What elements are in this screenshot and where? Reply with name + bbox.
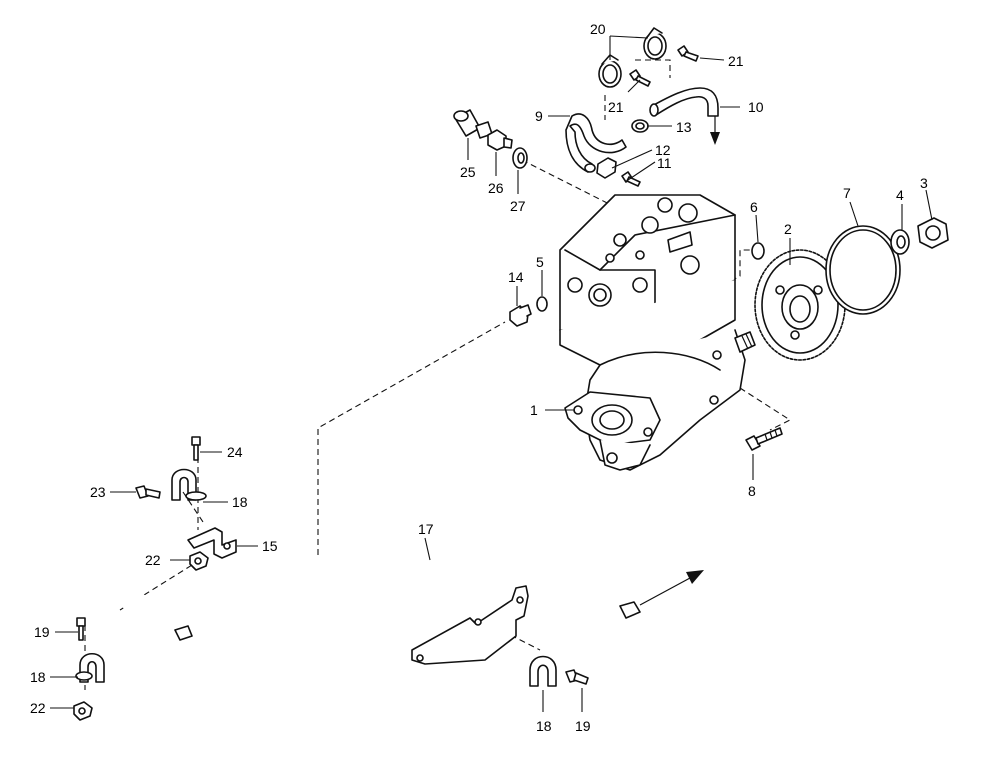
callout-14: 14 (508, 269, 524, 285)
callout-21-mid: 21 (608, 99, 624, 115)
fitting-26 (487, 129, 513, 151)
seal-ring-6 (751, 242, 765, 260)
bolt-19b (565, 669, 589, 685)
nut-22b (73, 701, 93, 721)
callout-1: 1 (530, 402, 538, 418)
callout-labels: 1 2 3 4 5 6 7 8 9 10 11 12 13 14 15 17 1… (30, 21, 928, 734)
flow-arrow-down (710, 116, 720, 145)
hose-clamp-13 (631, 119, 649, 133)
hose-clamp-12 (596, 157, 617, 179)
fitting-25 (453, 109, 493, 139)
callout-18-lower: 18 (536, 718, 552, 734)
callout-9: 9 (535, 108, 543, 124)
bolt-8 (745, 427, 783, 451)
callout-8: 8 (748, 483, 756, 499)
callout-19-lower: 19 (575, 718, 591, 734)
bolt-19a (76, 617, 86, 641)
hose-10 (649, 87, 719, 117)
nut-22a (189, 551, 209, 571)
callout-18-left: 18 (30, 669, 46, 685)
callout-19-left: 19 (34, 624, 50, 640)
drive-gear (754, 249, 846, 361)
washer (890, 229, 910, 255)
bolt-21a (629, 69, 651, 87)
hose-9 (565, 113, 627, 173)
bolt-23 (135, 485, 161, 499)
flow-arrow-right (639, 570, 704, 606)
callout-4: 4 (896, 187, 904, 203)
callout-21-right: 21 (728, 53, 744, 69)
bolt-24 (191, 436, 201, 461)
callout-11: 11 (657, 155, 672, 171)
callout-2: 2 (784, 221, 792, 237)
callout-13: 13 (676, 119, 692, 135)
bolt-21b (677, 45, 699, 62)
callout-6: 6 (750, 199, 758, 215)
callout-23: 23 (90, 484, 106, 500)
bracket-lower (411, 585, 529, 665)
air-compressor (559, 194, 756, 471)
callout-5: 5 (536, 254, 544, 270)
pipe-clamp-18a (171, 468, 207, 501)
callout-15: 15 (262, 538, 278, 554)
callout-12: 12 (655, 142, 671, 158)
callout-24: 24 (227, 444, 243, 460)
pipe-clamp-18b (75, 652, 105, 683)
callout-7: 7 (843, 185, 851, 201)
hex-nut (917, 217, 949, 249)
callout-27: 27 (510, 198, 526, 214)
callout-22-left: 22 (30, 700, 46, 716)
callout-18-upper: 18 (232, 494, 248, 510)
fitting-14 (509, 304, 532, 327)
pipe-clamp-18c (529, 655, 557, 687)
pipe-17 (90, 504, 641, 642)
o-ring-large (825, 225, 901, 315)
seal-ring-5 (536, 296, 548, 312)
callout-25: 25 (460, 164, 476, 180)
callout-26: 26 (488, 180, 504, 196)
leader-lines (50, 35, 933, 712)
callout-20: 20 (590, 21, 606, 37)
callout-10: 10 (748, 99, 764, 115)
bracket-15 (187, 527, 237, 559)
washer-27 (512, 147, 528, 169)
callout-17: 17 (418, 521, 434, 537)
callout-22-upper: 22 (145, 552, 161, 568)
pipe-clamp-20b (643, 27, 667, 60)
callout-3: 3 (920, 175, 928, 191)
